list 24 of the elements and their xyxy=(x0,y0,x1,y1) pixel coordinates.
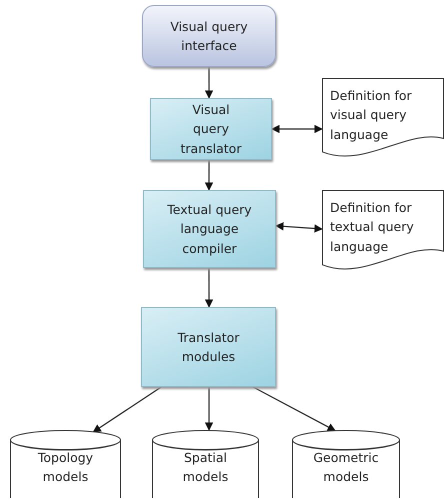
node-label: Definition for visual query language xyxy=(330,87,413,144)
node-label: Topology models xyxy=(36,449,94,486)
database-cylinder xyxy=(152,430,259,498)
arrow xyxy=(275,222,323,233)
node-label: Spatial models xyxy=(182,449,230,486)
node-label: Textual query language compiler xyxy=(166,200,253,258)
rounded-process-box xyxy=(142,5,276,67)
node-label: Definition for textual query language xyxy=(330,199,415,256)
process-box xyxy=(150,98,272,160)
arrow xyxy=(204,160,214,191)
database-cylinder xyxy=(292,430,400,498)
process-box xyxy=(143,190,276,268)
node-label: Geometric models xyxy=(312,449,380,486)
arrow xyxy=(204,268,214,308)
arrow xyxy=(252,386,336,432)
process-box xyxy=(141,307,276,387)
node-label: Translator modules xyxy=(176,328,240,366)
arrow xyxy=(204,387,214,431)
arrow xyxy=(271,124,323,134)
node-label: Visual query interface xyxy=(169,18,249,55)
database-cylinder xyxy=(10,430,121,498)
arrow xyxy=(92,386,162,433)
node-label: Visual query translator xyxy=(180,100,242,158)
arrow xyxy=(204,67,214,99)
